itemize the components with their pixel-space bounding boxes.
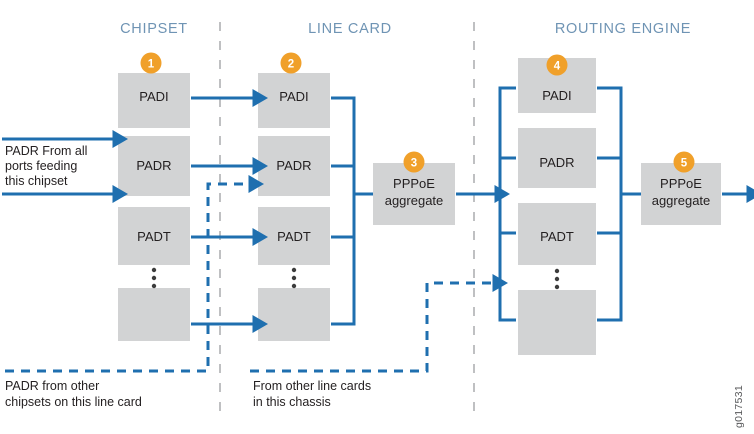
- badge-3-circle: [403, 151, 425, 173]
- routingengine-left-bus: [498, 86, 516, 322]
- routingengine-right-bus: [597, 86, 623, 322]
- section-header-routing-engine: ROUTING ENGINE: [555, 21, 691, 37]
- badge-5-circle: [673, 151, 695, 173]
- badge-2-label: 2: [288, 59, 294, 71]
- linecard-ellipsis-dot: [291, 283, 297, 289]
- linecard-ellipsis-dot: [291, 267, 297, 273]
- routingengine-ellipsis-dot: [554, 276, 560, 282]
- badge-1-label: 1: [148, 59, 155, 71]
- section-header-line-card: LINE CARD: [308, 21, 392, 37]
- dashed-path-other-chipsets: [5, 175, 264, 373]
- routingengine-aggregate-box: [641, 163, 721, 225]
- figure-id-label: g017531: [733, 385, 745, 428]
- linecard-label-padi: PADI: [279, 89, 308, 104]
- routingengine-box-padr: [518, 128, 596, 188]
- linecard-box-padt: [258, 207, 330, 265]
- routingengine-label-padt: PADT: [540, 229, 574, 244]
- section-header-chipset: CHIPSET: [120, 21, 188, 37]
- input-label-line3: this chipset: [5, 174, 68, 188]
- routingengine-aggregate-line2: aggregate: [652, 193, 711, 208]
- linecard-aggregate-line1: PPPoE: [393, 176, 435, 191]
- linecard-label-padt: PADT: [277, 229, 311, 244]
- badge-4-circle: [546, 54, 568, 76]
- chipset-label-padr: PADR: [136, 158, 171, 173]
- chipset-box-padi: [118, 73, 190, 128]
- linecard-dashed-caption-line1: From other line cards: [253, 379, 371, 393]
- badge-5-label: 5: [681, 158, 688, 170]
- routingengine-aggregate-line1: PPPoE: [660, 176, 702, 191]
- linecard-aggregate-line2: aggregate: [385, 193, 444, 208]
- chipset-box-padr: [118, 136, 190, 196]
- chipset-ellipsis-dot: [151, 283, 157, 289]
- routingengine-ellipsis-dot: [554, 284, 560, 290]
- routingengine-box-padt: [518, 203, 596, 265]
- routingengine-ellipsis-dot: [554, 268, 560, 274]
- chipset-box-padt: [118, 207, 190, 265]
- linecard-box-padi: [258, 73, 330, 128]
- input-label-line2: ports feeding: [5, 159, 77, 173]
- badge-3-label: 3: [411, 158, 417, 170]
- chipset-label-padi: PADI: [139, 89, 168, 104]
- routingengine-box-blank: [518, 290, 596, 355]
- routingengine-label-padr: PADR: [539, 155, 574, 170]
- chipset-ellipsis-dot: [151, 275, 157, 281]
- badge-2-circle: [280, 52, 302, 74]
- linecard-aggregate-box: [373, 163, 455, 225]
- linecard-bus-vertical: [331, 96, 356, 326]
- input-label-line1: PADR From all: [5, 144, 87, 158]
- linecard-dashed-caption-line2: in this chassis: [253, 395, 331, 409]
- badge-4-label: 4: [554, 61, 561, 73]
- chipset-ellipsis-dot: [151, 267, 157, 273]
- chipset-dashed-caption-line1: PADR from other: [5, 379, 99, 393]
- badge-1-circle: [140, 52, 162, 74]
- chipset-box-blank: [118, 288, 190, 341]
- linecard-label-padr: PADR: [276, 158, 311, 173]
- linecard-box-padr: [258, 136, 330, 196]
- linecard-box-blank: [258, 288, 330, 341]
- chipset-label-padt: PADT: [137, 229, 171, 244]
- chipset-dashed-caption-line2: chipsets on this line card: [5, 395, 142, 409]
- dashed-path-other-line-cards: [250, 274, 508, 373]
- linecard-ellipsis-dot: [291, 275, 297, 281]
- routingengine-label-padi: PADI: [542, 88, 571, 103]
